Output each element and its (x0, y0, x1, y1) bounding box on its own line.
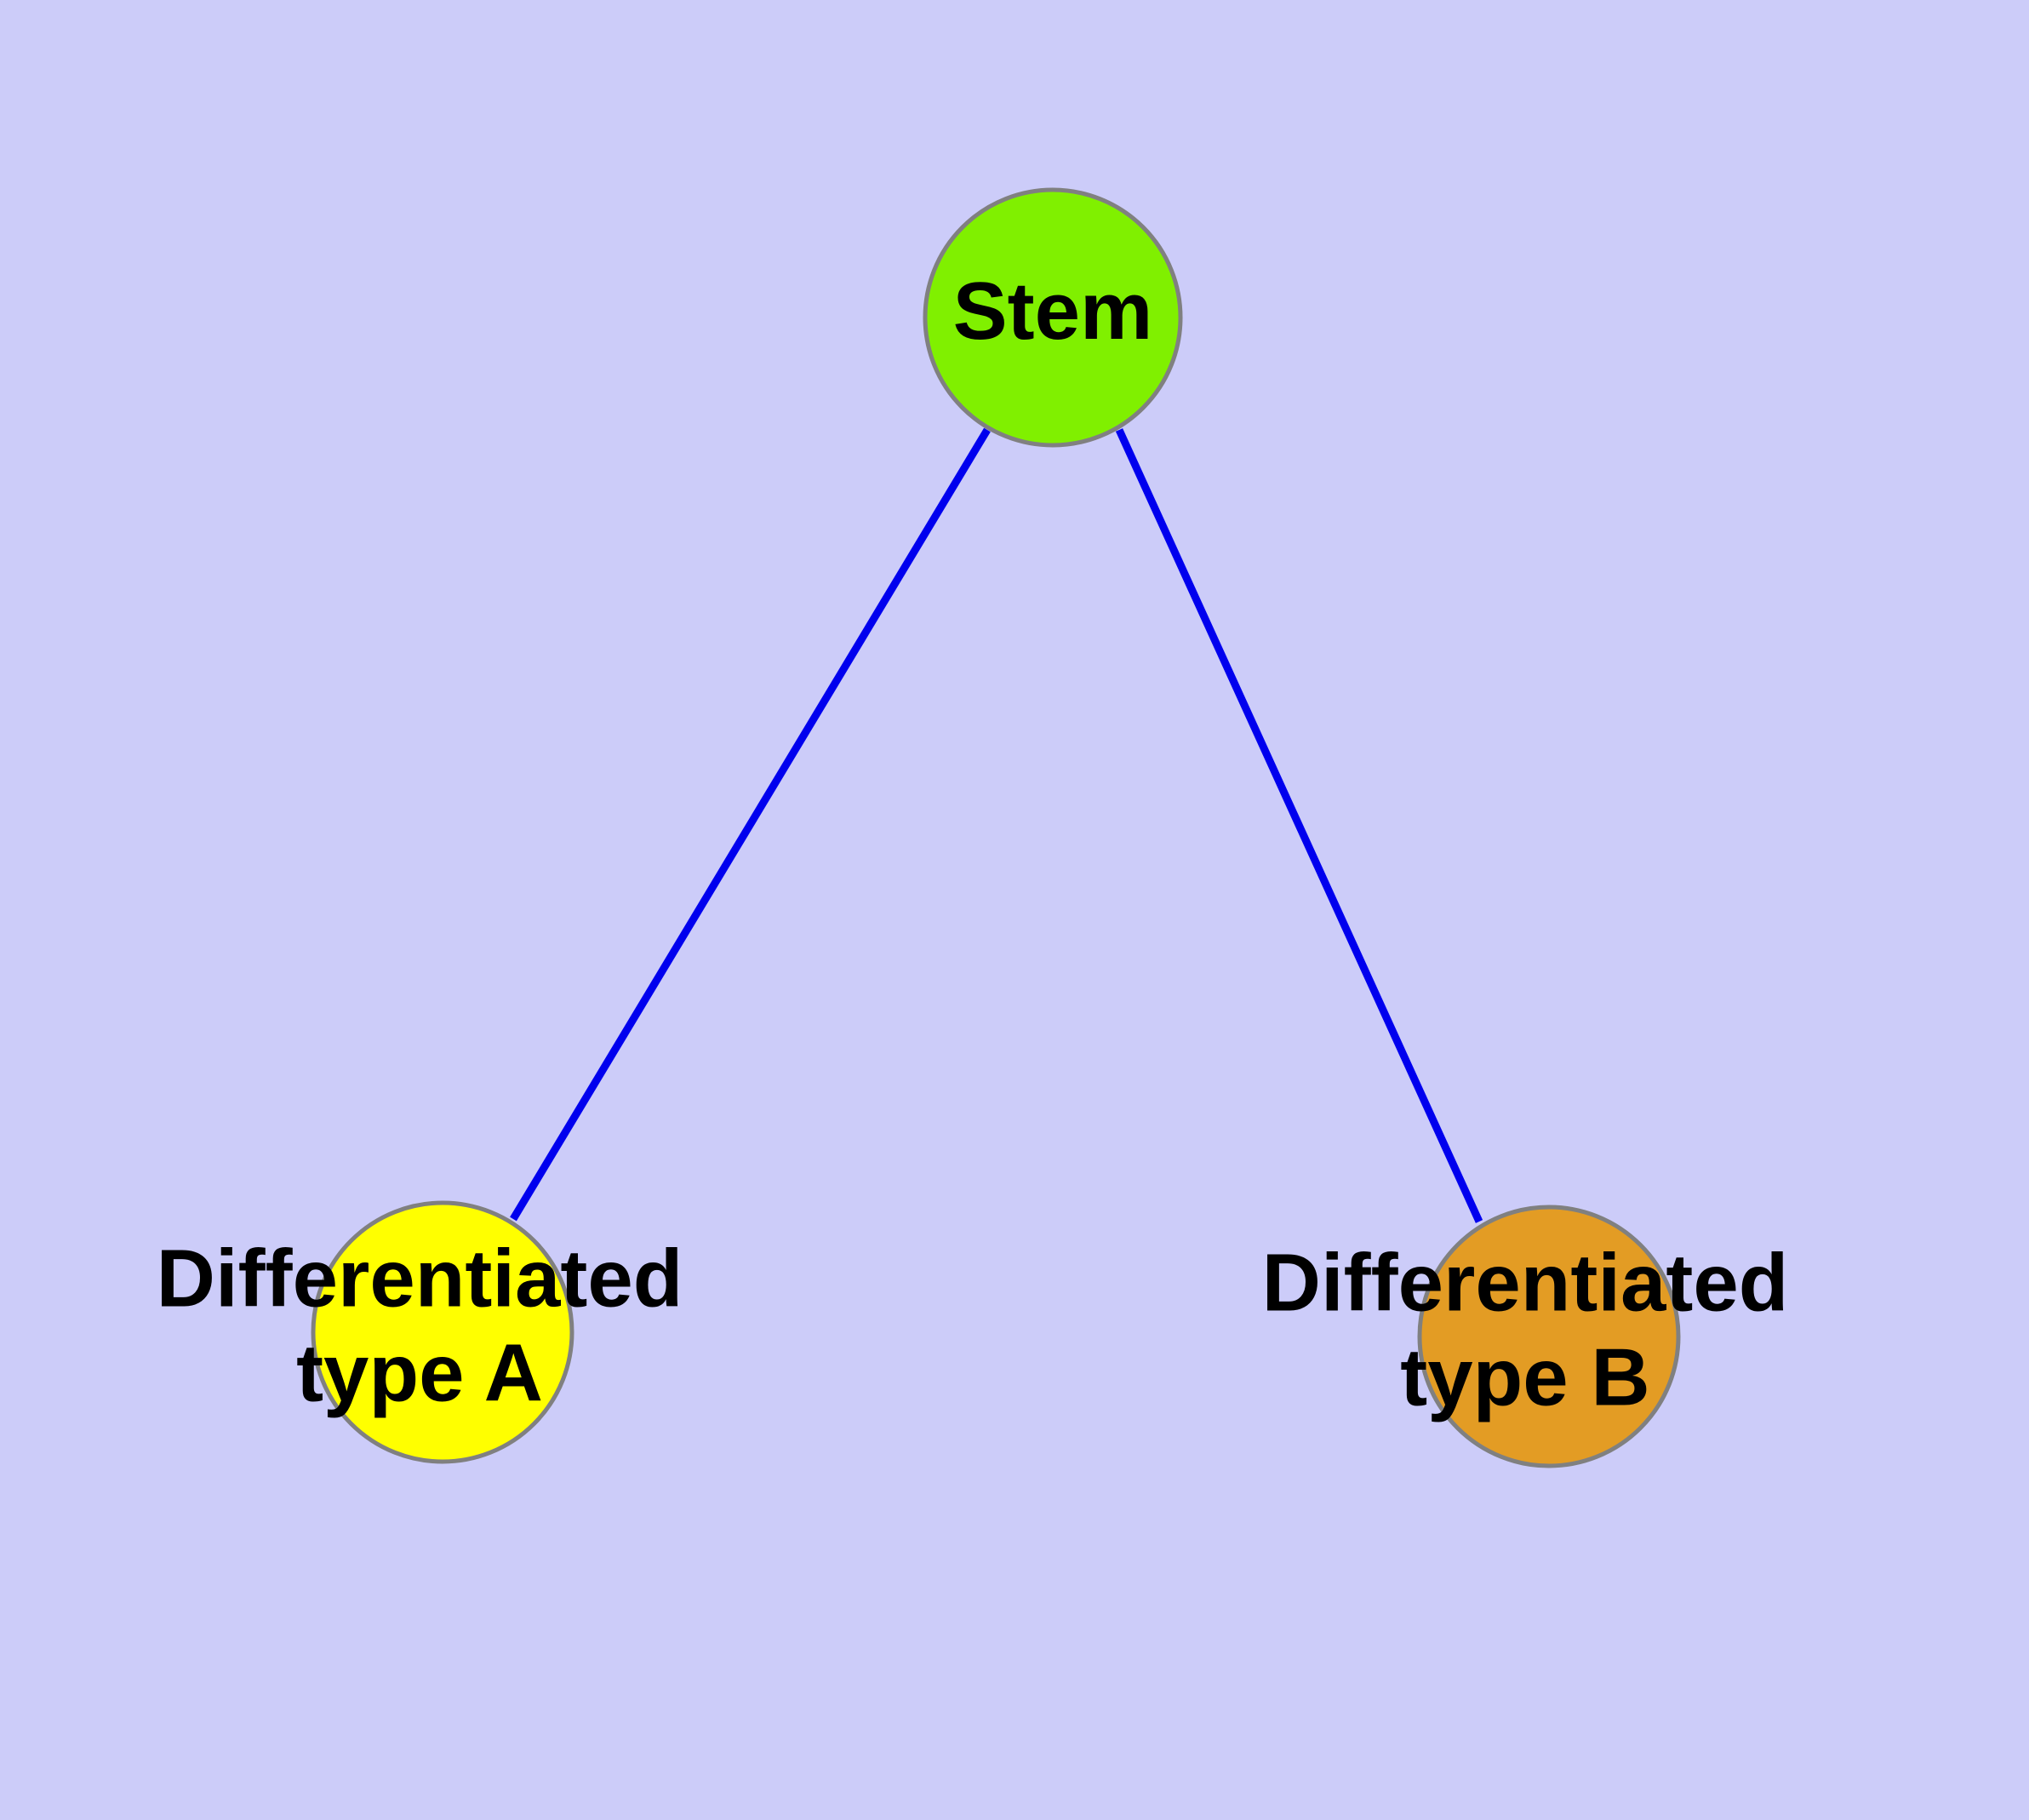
node-label-line: Differentiated (157, 1233, 683, 1325)
node-label-line: type A (296, 1328, 543, 1419)
node-label-line: Stem (953, 266, 1153, 357)
nodes-layer (311, 187, 1681, 1468)
node-circle-diff_b[interactable] (1417, 1205, 1681, 1468)
node-label-stem: Stem (953, 266, 1153, 357)
edge-stem-to-diff-a[interactable] (510, 427, 991, 1222)
node-label-line: type B (1400, 1332, 1649, 1423)
edge-stem-to-diff-b[interactable] (1115, 428, 1483, 1223)
node-label-line: Differentiated (1262, 1238, 1789, 1329)
edges-layer (510, 427, 1483, 1223)
node-circle-diff_a[interactable] (311, 1200, 574, 1464)
node-circle-stem[interactable] (923, 187, 1183, 448)
